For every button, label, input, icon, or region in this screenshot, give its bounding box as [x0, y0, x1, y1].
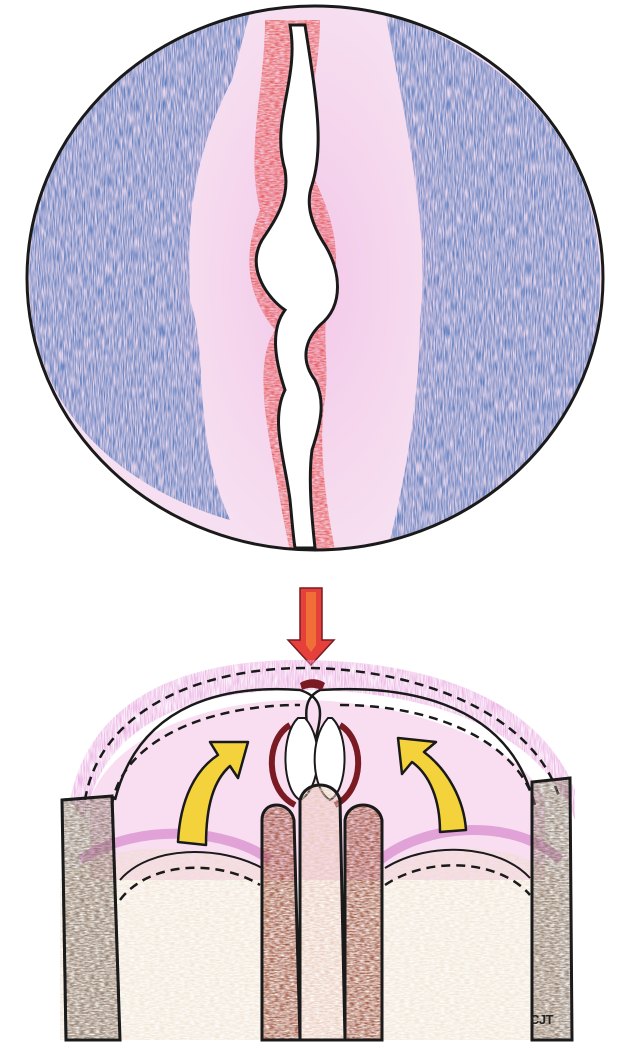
left-outer-pillar — [62, 796, 120, 1040]
cross-section — [60, 660, 575, 1040]
right-outer-pillar — [532, 778, 572, 1040]
artist-signature: CJT — [530, 1012, 553, 1027]
central-right-pillar — [345, 805, 382, 1040]
central-middle-pillar — [300, 785, 345, 1040]
magnified-circle — [0, 0, 617, 560]
down-arrow-icon — [288, 588, 334, 665]
